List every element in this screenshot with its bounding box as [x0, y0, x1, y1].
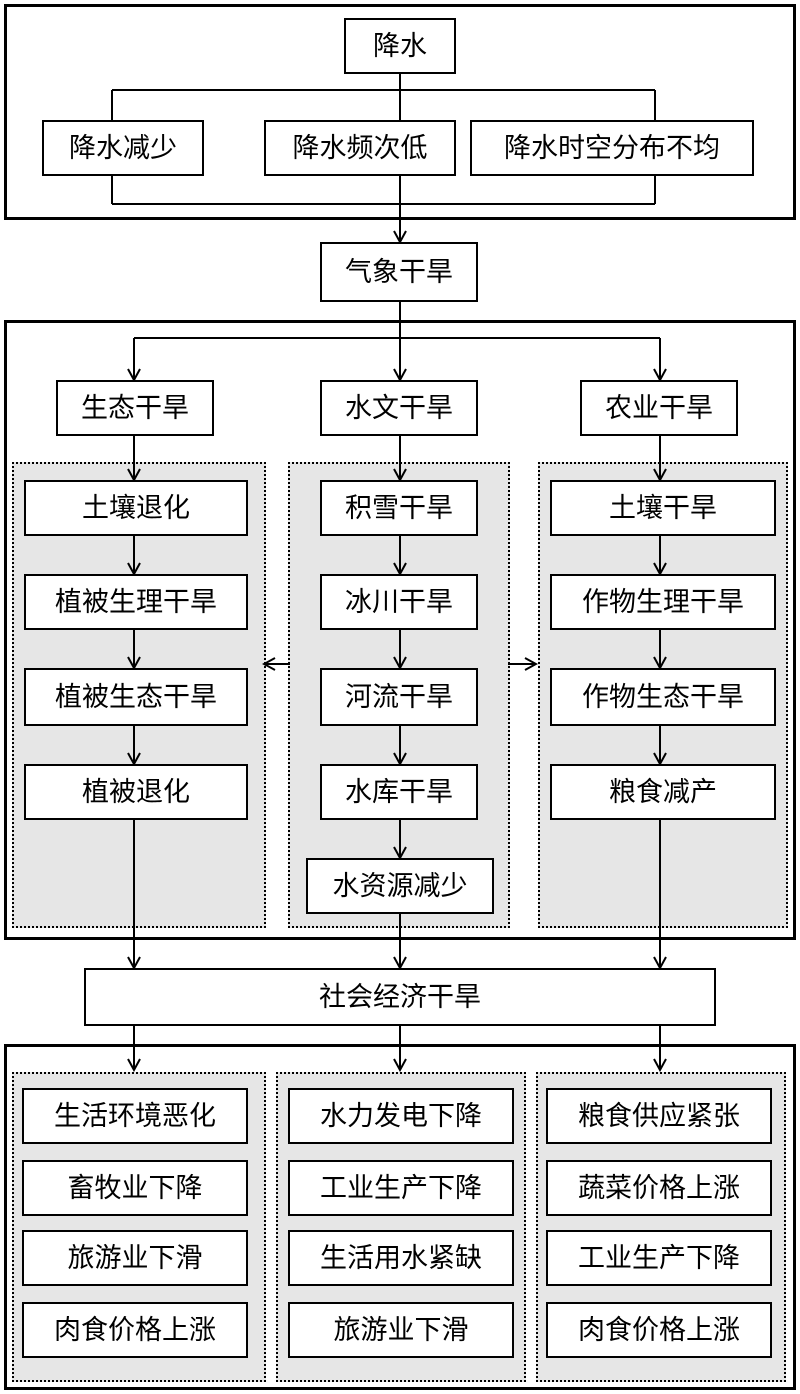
eco-step-1: 土壤退化	[24, 480, 248, 536]
impact-eco-3: 旅游业下滑	[22, 1230, 248, 1286]
agri-step-4: 粮食减产	[550, 764, 776, 820]
hydro-step-1: 积雪干旱	[320, 480, 478, 536]
precip-uneven-distribution-box: 降水时空分布不均	[470, 120, 754, 176]
agri-step-1: 土壤干旱	[550, 480, 776, 536]
eco-step-2: 植被生理干旱	[24, 574, 248, 630]
impact-hydro-4: 旅游业下滑	[288, 1302, 514, 1358]
impact-agri-1: 粮食供应紧张	[546, 1088, 772, 1144]
precipitation-box: 降水	[344, 18, 456, 74]
hydro-step-5: 水资源减少	[306, 858, 494, 914]
precip-decrease-box: 降水减少	[42, 120, 204, 176]
impact-eco-2: 畜牧业下降	[22, 1160, 248, 1216]
impact-hydro-3: 生活用水紧缺	[288, 1230, 514, 1286]
agri-step-2: 作物生理干旱	[550, 574, 776, 630]
eco-step-4: 植被退化	[24, 764, 248, 820]
agri-step-3: 作物生态干旱	[550, 668, 776, 726]
impact-eco-1: 生活环境恶化	[22, 1088, 248, 1144]
eco-step-3: 植被生态干旱	[24, 668, 248, 726]
hydro-step-4: 水库干旱	[320, 764, 478, 820]
socioeconomic-drought-box: 社会经济干旱	[84, 968, 716, 1026]
hydrological-drought-box: 水文干旱	[320, 380, 478, 436]
precip-low-frequency-box: 降水频次低	[264, 120, 456, 176]
impact-hydro-1: 水力发电下降	[288, 1088, 514, 1144]
impact-agri-4: 肉食价格上涨	[546, 1302, 772, 1358]
impact-eco-4: 肉食价格上涨	[22, 1302, 248, 1358]
impact-hydro-2: 工业生产下降	[288, 1160, 514, 1216]
hydro-step-3: 河流干旱	[320, 668, 478, 726]
meteorological-drought-box: 气象干旱	[320, 242, 478, 302]
hydro-step-2: 冰川干旱	[320, 574, 478, 630]
agricultural-drought-box: 农业干旱	[580, 380, 738, 436]
impact-agri-3: 工业生产下降	[546, 1230, 772, 1286]
ecological-drought-box: 生态干旱	[56, 380, 214, 436]
impact-agri-2: 蔬菜价格上涨	[546, 1160, 772, 1216]
